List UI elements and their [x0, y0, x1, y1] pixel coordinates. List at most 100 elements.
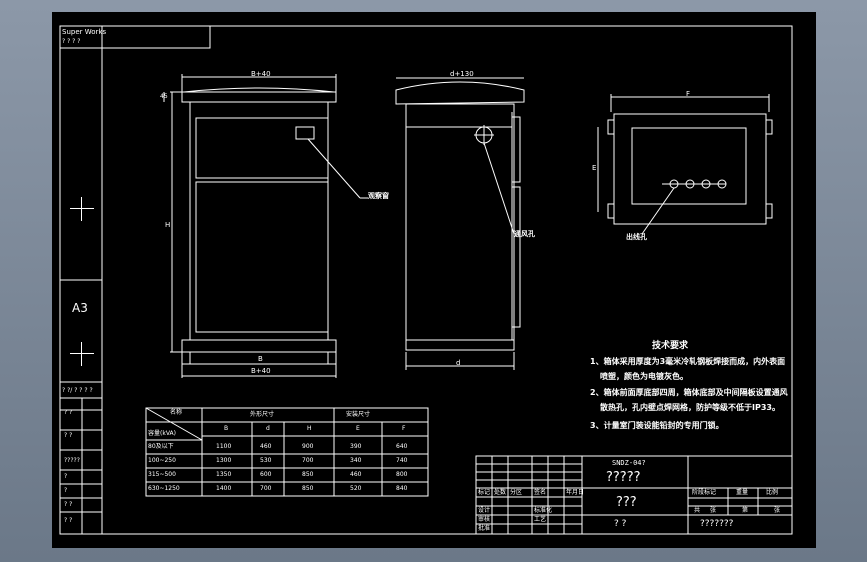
top-header-box: [101, 25, 211, 49]
sidebar-row: ?: [64, 487, 68, 494]
spec-header-capacity: 容量(kVA): [148, 430, 176, 437]
sidebar-row: ? ?: [64, 432, 73, 439]
spec-cell: 100~250: [148, 457, 176, 464]
plan-outer: [613, 113, 767, 225]
registration-cross-bottom: [70, 342, 94, 366]
requirement-line: 1、箱体采用厚度为3毫米冷轧钢板焊接而成，内外表面: [590, 357, 786, 366]
spec-cell: 850: [302, 471, 314, 478]
title-block-label: 签名: [534, 489, 547, 496]
title-block-label: 共: [694, 507, 701, 514]
front-door: [195, 181, 329, 333]
spec-cell: 630~1250: [148, 485, 180, 492]
front-height-label: H: [165, 221, 171, 229]
plan-depth-label: E: [592, 164, 597, 172]
front-callout-label: 观察窗: [368, 192, 389, 200]
sidebar-subheader: ? ? ? ?: [62, 38, 81, 45]
plan-callout-line: [641, 187, 675, 235]
title-block-label: 批准: [478, 525, 491, 532]
front-top-height-label: 45: [160, 93, 168, 100]
title-block-label: 重量: [736, 489, 749, 496]
spec-cell: 1350: [216, 471, 232, 478]
spec-cell: 460: [260, 443, 272, 450]
title-block-label: 年月日: [566, 489, 585, 496]
spec-cell: 600: [260, 471, 272, 478]
spec-cell: 800: [396, 471, 408, 478]
drawing-canvas: [59, 25, 793, 535]
spec-cell: 740: [396, 457, 408, 464]
drawing-code: SNDZ-04?: [612, 459, 646, 467]
spec-cell: 1300: [216, 457, 232, 464]
side-view: [395, 77, 525, 370]
spec-col-header: B: [224, 425, 229, 432]
title-block-label: 处数: [494, 489, 507, 496]
spec-col-header: H: [307, 425, 312, 432]
front-inner-width-label: B: [258, 355, 263, 363]
cad-viewport[interactable]: Super Works ? ? ? ? A3 ? ?/ ? ? ? ? ? ? …: [52, 12, 816, 548]
sheet-size: A3: [72, 301, 88, 315]
plan-callout-label: 出线孔: [626, 233, 647, 241]
spec-col-header: d: [266, 425, 270, 432]
front-window: [295, 126, 315, 140]
title-block-label: 第: [742, 507, 749, 514]
side-body: [405, 103, 515, 341]
front-base: [181, 339, 337, 353]
spec-cell: 700: [302, 457, 314, 464]
sidebar-row: ? ?: [64, 409, 73, 416]
spec-cell: 1100: [216, 443, 232, 450]
sidebar-row: ? ?: [64, 517, 73, 524]
registration-cross-top: [70, 197, 94, 221]
front-view: [163, 74, 368, 378]
front-top-width-label: B+40: [251, 70, 271, 78]
front-upper-panel: [195, 117, 329, 179]
company-name: ???????: [700, 519, 734, 529]
side-callout-label: 通风孔: [514, 230, 535, 238]
title-block-grid: [475, 455, 793, 535]
sidebar-row: ? ?: [64, 501, 73, 508]
side-callout-line: [483, 142, 515, 235]
title-block-label: 标记: [478, 489, 491, 496]
title-block-label: 设计: [478, 507, 491, 514]
spec-cell: 640: [396, 443, 408, 450]
sidebar-row: ?????: [64, 457, 80, 464]
spec-col-header: E: [356, 425, 360, 432]
title-block-label: 张: [710, 507, 717, 514]
spec-table-grid: [145, 407, 429, 497]
requirement-line: 喷塑，颜色为电镀灰色。: [600, 372, 688, 381]
spec-group-outer: 外形尺寸: [250, 411, 275, 418]
title-block-label: 阶段标记: [692, 489, 717, 496]
plan-inner: [631, 127, 747, 205]
spec-cell: 1400: [216, 485, 232, 492]
side-depth-label: d: [456, 359, 461, 367]
spec-cell: 460: [350, 471, 362, 478]
spec-cell: 840: [396, 485, 408, 492]
drawing-name-line: ?????: [606, 470, 641, 485]
spec-cell: 80及以下: [148, 443, 174, 450]
sidebar-row: ? ?/ ? ? ? ?: [62, 387, 93, 394]
spec-header-name: 名称: [170, 409, 183, 416]
requirement-line: 3、计量室门装设能铅封的专用门锁。: [590, 421, 724, 430]
spec-group-install: 安装尺寸: [346, 411, 371, 418]
side-base: [405, 339, 515, 351]
spec-cell: 340: [350, 457, 362, 464]
title-block-label: 工艺: [534, 516, 547, 523]
spec-cell: 530: [260, 457, 272, 464]
requirements-title: 技术要求: [652, 341, 689, 351]
spec-cell: 700: [260, 485, 272, 492]
title-block-label: 审核: [478, 516, 491, 523]
title-block-label: 分区: [510, 489, 523, 496]
drawing-owner: ? ?: [614, 519, 627, 529]
plan-view: [597, 94, 773, 235]
requirement-line: 散热孔，孔内壁点焊网格，防护等级不低于IP33。: [600, 403, 780, 412]
front-outer-width-label: B+40: [251, 367, 271, 375]
plan-width-label: F: [686, 90, 691, 98]
spec-cell: 390: [350, 443, 362, 450]
title-block-label: 比例: [766, 489, 779, 496]
spec-cell: 315~500: [148, 471, 176, 478]
spec-cell: 520: [350, 485, 362, 492]
spec-col-header: F: [402, 425, 406, 432]
title-block-label: 张: [774, 507, 781, 514]
front-callout-line: [307, 138, 361, 199]
side-top-cap: [395, 81, 525, 105]
title-block-label: 标准化: [534, 507, 553, 514]
sidebar-header: Super Works: [62, 28, 107, 36]
